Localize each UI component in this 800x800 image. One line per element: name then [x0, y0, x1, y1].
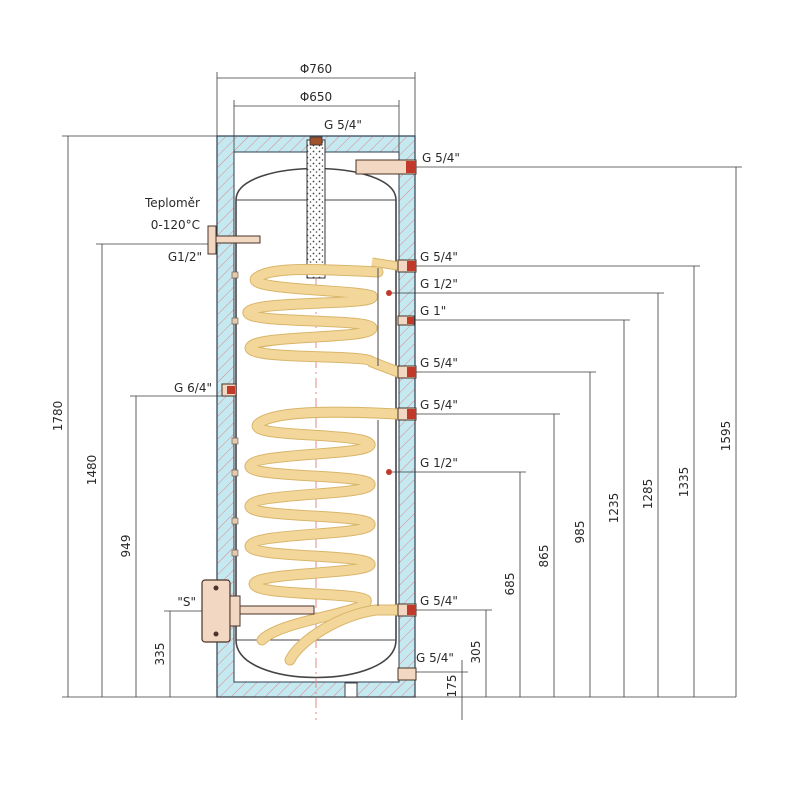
connection-label-r6: G 5/4" — [420, 398, 458, 412]
height-1335-label: 1335 — [677, 467, 691, 498]
connection-label-r5: G 5/4" — [420, 356, 458, 370]
thermometer-connection-label: G1/2" — [168, 250, 202, 264]
height-335-label: 335 — [153, 643, 167, 666]
left-height-dimensions: 1780 1480 949 335 — [51, 135, 222, 697]
height-175-label: 175 — [445, 675, 459, 698]
height-1235-label: 1235 — [607, 493, 621, 524]
diameter-dimensions: Φ760 Φ650 — [216, 62, 416, 152]
connection-labels: G 5/4" G 5/4" G 5/4" G 1/2" G 1" G 5/4" … — [144, 118, 460, 665]
connection-label-r8: G 5/4" — [420, 594, 458, 608]
upper-heat-exchanger-coil — [242, 257, 404, 378]
height-685-label: 685 — [503, 573, 517, 596]
height-305-label: 305 — [469, 641, 483, 664]
connection-label-r1: G 5/4" — [422, 151, 460, 165]
left-fittings — [201, 225, 315, 643]
top-connection-label: G 5/4" — [324, 118, 362, 132]
height-865-label: 865 — [537, 545, 551, 568]
lower-heat-exchanger-coil — [244, 406, 404, 666]
connection-label-r3: G 1/2" — [420, 277, 458, 291]
sensor-sleeves-left — [231, 271, 239, 557]
inner-diameter-label: Φ650 — [300, 90, 332, 104]
thermometer-range-label: 0-120°C — [151, 218, 200, 232]
left-mid-connection-label: G 6/4" — [174, 381, 212, 395]
height-985-label: 985 — [573, 521, 587, 544]
s-flange-label: "S" — [177, 595, 196, 609]
height-1480-label: 1480 — [85, 455, 99, 486]
height-949-label: 949 — [119, 535, 133, 558]
connection-label-r4: G 1" — [420, 304, 446, 318]
height-1285-label: 1285 — [641, 479, 655, 510]
connection-label-r7: G 1/2" — [420, 456, 458, 470]
height-1780-label: 1780 — [51, 401, 65, 432]
thermometer-name-label: Teploměr — [144, 196, 200, 210]
height-1595-label: 1595 — [719, 421, 733, 452]
outer-diameter-label: Φ760 — [300, 62, 332, 76]
right-height-dimensions: 1595 1335 1285 1235 985 865 685 305 175 — [392, 166, 742, 720]
connection-label-r9: G 5/4" — [416, 651, 454, 665]
connection-label-r2: G 5/4" — [420, 250, 458, 264]
